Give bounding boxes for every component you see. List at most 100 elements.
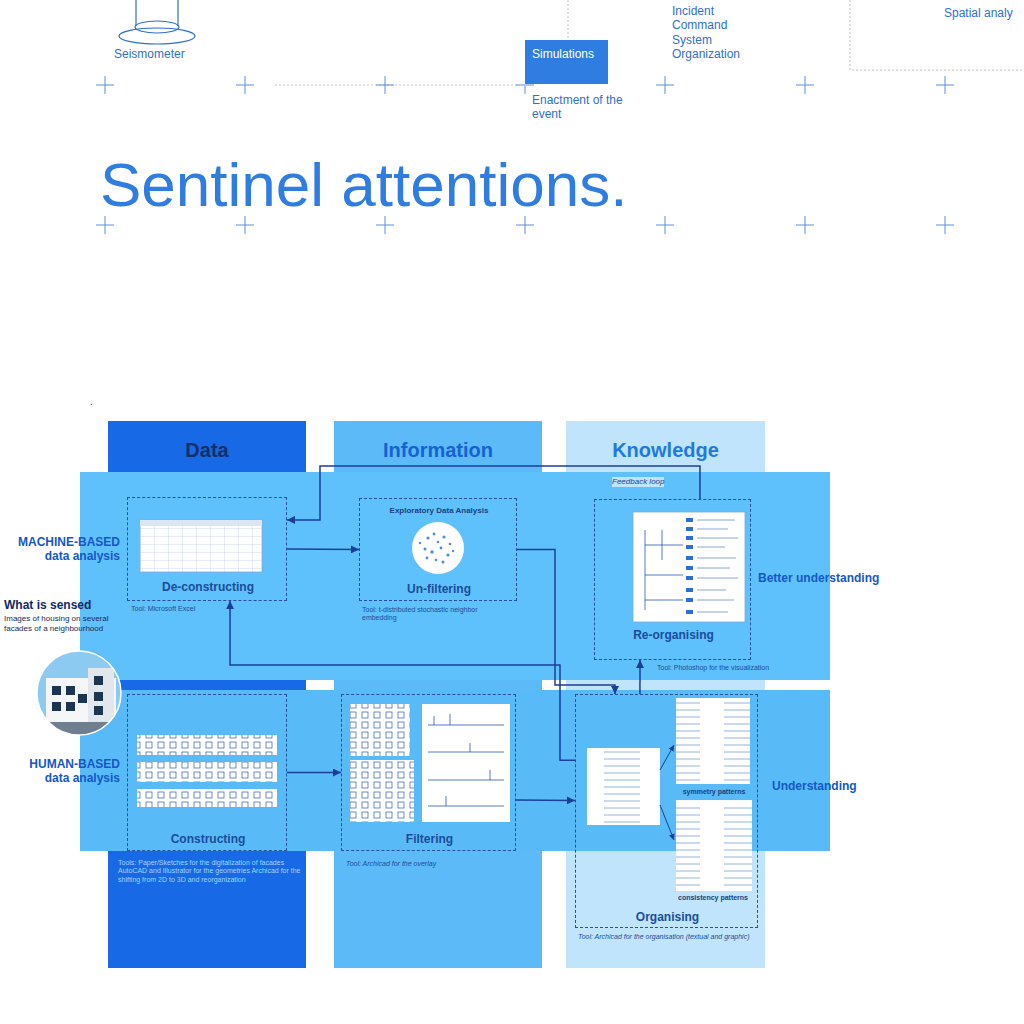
register-cross [796,76,814,94]
register-cross [96,76,114,94]
organisation-thumbnails [587,748,660,825]
reorganised-chart [686,576,693,580]
text-holder: Tool: Microsoft Excel [131,605,251,613]
node-text: Re-organising [595,628,752,642]
embedding-plot [426,536,429,539]
reorganised-chart [686,610,693,614]
text-holder: Knowledge [566,438,765,462]
node-text: Tool: Microsoft Excel [131,605,251,613]
guide-line [275,85,518,86]
reorganised-chart [686,556,693,560]
node-text: Images of housing on several facades of … [4,614,116,633]
text-holder: De-constructing [128,580,288,594]
guide-line [850,0,1024,70]
sensed-photo [36,650,122,736]
node-text: What is sensed [4,598,134,612]
embedding-plot [437,541,440,544]
node-text: Simulations [532,47,606,61]
label-holder: . [90,396,100,408]
embedding-plot [412,522,464,574]
window [66,686,75,695]
overlay-thumbnails [434,714,490,806]
organisation-thumbnails [676,800,752,891]
guide-line [275,0,1024,85]
embedding-plot [440,547,443,550]
node-text: MACHINE-BASED data analysis [4,535,120,564]
facade-strips [137,735,277,755]
note-text: Spatial analy [944,6,1022,20]
overlay-thumbnails [350,704,410,756]
process-box: Simulations [525,40,608,84]
embedding-plot [446,553,449,556]
register-cross [236,76,254,94]
organisation-thumbnails [676,802,752,890]
flow-arrow [287,548,359,550]
circle-outline [37,651,121,735]
flow-arrow [230,601,575,760]
facade-strips [137,762,277,782]
street [36,722,122,736]
label-holder: Feedback loop [612,470,682,488]
embedding-plot [419,533,454,564]
reorganised-chart [633,512,745,622]
label-holder: Seismometer [114,47,224,61]
label-holder: Enactment of the event [532,93,644,122]
register-cross [796,216,814,234]
overlay-thumbnails [350,760,414,822]
flow-arrow [287,772,341,774]
node-text: Constructing [128,832,288,846]
label-holder: Incident Command System Organization [672,4,756,62]
text-holder: What is sensed [4,598,134,612]
overlay-thumbnails [350,704,510,822]
reorganised-chart [686,518,693,614]
register-cross [236,216,254,234]
node-text: Un-filtering [360,582,518,596]
table-thumbnail [140,520,262,572]
text-holder: Tool: Photoshop for the visualization [657,664,775,672]
node-text: Filtering [342,832,517,846]
reorganised-chart [686,527,693,531]
register-cross [376,216,394,234]
node-text: Exploratory Data Analysis [360,506,518,516]
overlay-thumbnails [350,760,414,822]
facade-strips [137,789,277,807]
organisation-thumbnails [660,745,674,770]
text-holder: Tool: Archicad for the organisation (tex… [578,933,763,941]
node-text: Tool: Archicad for the overlay [346,860,496,868]
text-holder: Tool: t-distributed stochastic neighbor … [362,606,492,623]
register-cross [516,216,534,234]
guide-line [568,0,569,40]
organisation-thumbnails [587,750,660,824]
text-holder: MACHINE-BASED data analysis [4,535,120,564]
reorganised-chart [686,545,693,549]
window [78,694,87,703]
overlay-thumbnails [350,704,410,756]
embedding-plot [442,561,445,564]
table-thumbnail [140,520,262,572]
flow-arrow [287,466,700,520]
text-holder: HUMAN-BASED data analysis [4,757,120,786]
reorganised-chart [633,512,745,622]
register-cross [936,216,954,234]
node-text: Data [108,438,306,462]
seismometer-icon [135,21,179,33]
text-holder: Tool: Archicad for the overlay [346,860,496,868]
embedding-plot [424,548,427,551]
text-holder: Information [334,438,542,462]
text-holder: Constructing [128,832,288,846]
edge-label: Feedback loop [612,477,664,487]
overlay-thumbnails [422,704,510,822]
facade-strips [137,735,277,755]
embedding-plot [435,559,438,562]
stray-mark: . [90,396,100,408]
organisation-thumbnails [660,805,674,840]
node-text: Information [334,438,542,462]
node-text: Organising [576,910,759,924]
text-holder: Un-filtering [360,582,518,596]
embedding-plot [430,550,433,553]
window [66,702,75,711]
overlay-thumbnails [428,725,504,806]
register-cross [376,76,394,94]
node-text: symmetry patterns [671,788,757,796]
